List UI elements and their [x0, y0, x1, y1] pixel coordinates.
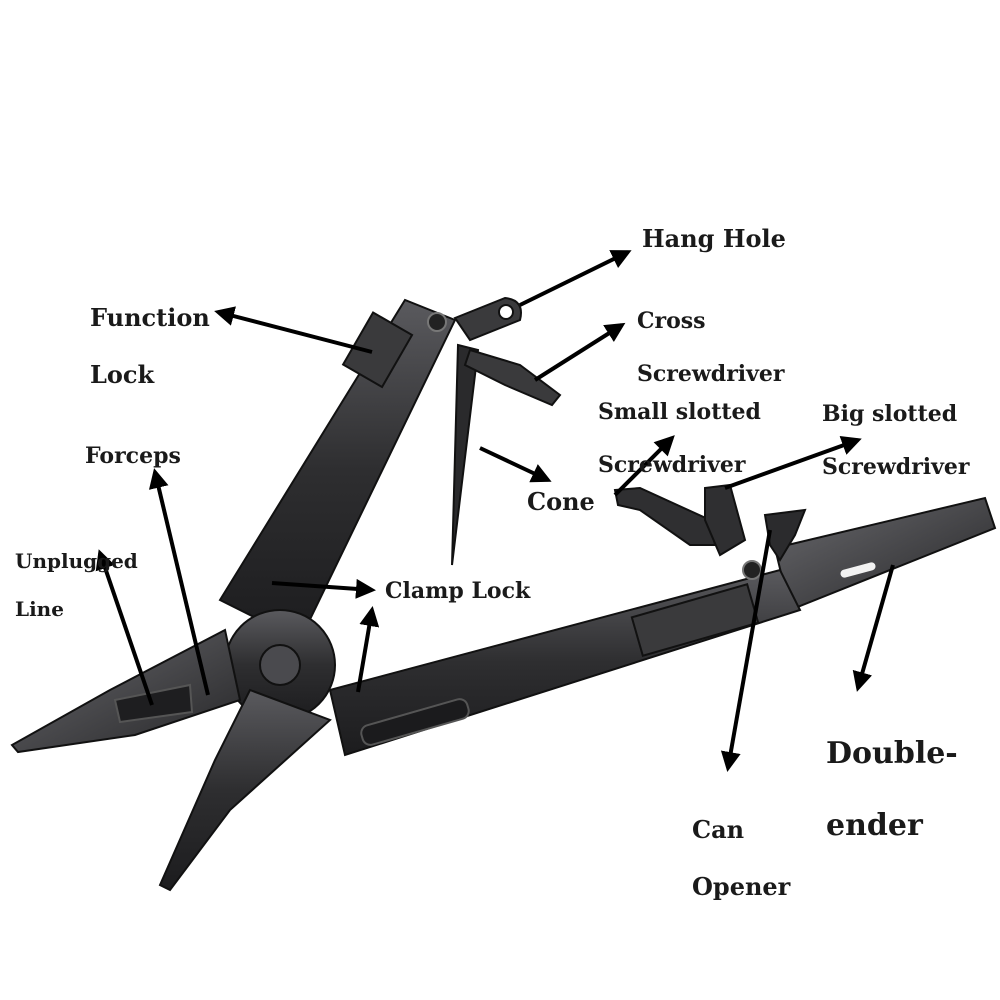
label-double-ender-line2: ender	[826, 808, 923, 843]
arrow-cone	[479, 446, 552, 483]
label-hang-hole: Hang Hole	[642, 224, 786, 253]
lower-jaw	[158, 688, 332, 892]
label-cross-screwdriver: Cross Screwdriver	[637, 282, 785, 414]
label-big-slotted-screwdriver: Big slotted Screwdriver	[822, 375, 970, 507]
cross-screwdriver-blade	[463, 348, 562, 407]
double-ender-slot	[840, 562, 876, 578]
cone-awl	[451, 343, 480, 566]
label-can-opener: Can Opener	[692, 787, 790, 931]
label-function-lock-line1: Function	[90, 302, 210, 332]
label-can-opener-line2: Opener	[692, 872, 791, 902]
label-cone: Cone	[527, 487, 595, 516]
hang-hole	[498, 304, 514, 320]
arrow-big-slotted	[724, 436, 862, 490]
label-big-slotted-line2: Screwdriver	[822, 454, 970, 481]
upper-handle-spring	[341, 311, 414, 389]
label-function-lock: Function Lock	[90, 275, 210, 419]
label-double-ender-line1: Double-	[826, 736, 958, 771]
label-clamp-lock: Clamp Lock	[385, 578, 531, 604]
label-small-slotted-screwdriver: Small slotted Screwdriver	[598, 373, 761, 505]
arrow-function-lock	[214, 306, 373, 354]
arrow-double-ender	[852, 564, 895, 692]
label-small-slotted-line1: Small slotted	[598, 399, 761, 426]
arrow-clamp-lock-lower	[356, 606, 380, 693]
arrow-hang-hole	[519, 250, 632, 307]
label-small-slotted-line2: Screwdriver	[598, 452, 746, 479]
upper-handle-rivet	[427, 312, 447, 332]
label-unplugged-line: Unplugged Line	[15, 525, 138, 645]
lower-handle-slider	[360, 698, 470, 746]
label-unplugged-line2: Line	[15, 597, 64, 621]
label-unplugged-line1: Unplugged	[15, 549, 138, 573]
label-double-ender: Double- ender	[826, 700, 958, 880]
arrow-can-opener	[720, 529, 772, 772]
arrow-forceps	[148, 468, 210, 696]
small-slotted-screwdriver-blade	[613, 486, 717, 546]
arrow-clamp-lock-upper	[271, 578, 376, 599]
lower-handle-spring	[630, 582, 760, 658]
label-cross-screwdriver-line1: Cross	[637, 308, 706, 335]
arrow-cross-screwdriver	[533, 322, 626, 382]
pivot-screw	[259, 644, 301, 686]
arrow-small-slotted	[613, 435, 675, 497]
big-slotted-screwdriver-blade	[704, 483, 747, 557]
upper-jaw	[10, 628, 242, 754]
label-function-lock-line2: Lock	[90, 360, 155, 390]
arrow-unplugged-line	[95, 549, 154, 706]
label-forceps: Forceps	[85, 443, 181, 469]
label-big-slotted-line1: Big slotted	[822, 401, 958, 428]
label-cross-screwdriver-line2: Screwdriver	[637, 361, 785, 388]
label-can-opener-line1: Can	[692, 814, 745, 844]
